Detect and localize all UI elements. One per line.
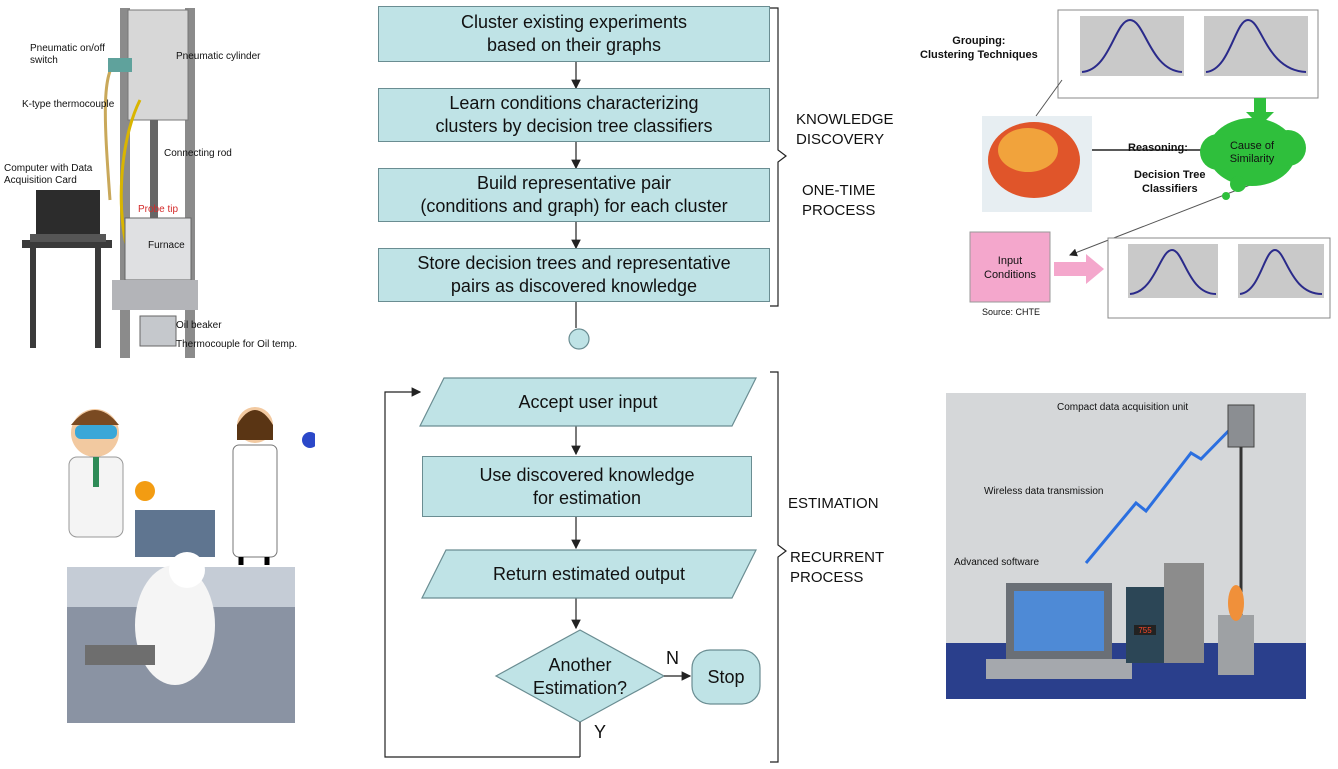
no-label: N [666, 648, 679, 668]
yes-label: Y [594, 722, 607, 742]
label-input-conditions: Input Conditions [984, 255, 1036, 281]
label-pneumatic-cylinder: Pneumatic cylinder [176, 51, 261, 62]
label-advanced-software: Advanced software [954, 557, 1040, 568]
quench-apparatus-photo [20, 8, 325, 358]
accept-input-label: Accept user input [518, 391, 658, 412]
label-cause-of-similarity: Cause of Similarity [1229, 140, 1275, 165]
label-probe-tip: Probe tip [138, 204, 179, 215]
label-decision-tree-classifiers: Decision Tree Classifiers [1134, 169, 1206, 195]
step-learn: Learn conditions characterizing clusters… [378, 88, 770, 142]
decision-label: Another Estimation? [532, 655, 628, 698]
return-output-label: Return estimated output [492, 563, 686, 584]
phase-recurrent: RECURRENT PROCESS [790, 549, 885, 586]
label-source: Source: CHTE [982, 307, 1041, 317]
step-cluster: Cluster existing experiments based on th… [378, 6, 770, 62]
unit-display-value: 755 [1138, 626, 1152, 635]
scientists-illustration [67, 407, 315, 723]
phase-one-time: ONE-TIME PROCESS [802, 182, 876, 219]
label-oil-beaker: Oil beaker [176, 320, 222, 331]
label-furnace: Furnace [148, 240, 185, 251]
accept-input-shape [419, 377, 757, 427]
brace-knowledge [770, 7, 787, 307]
label-acquisition-unit: Compact data acquisition unit [1057, 402, 1189, 413]
connector-circle [568, 328, 590, 350]
phase-estimation: ESTIMATION [788, 495, 879, 512]
step-use-knowledge: Use discovered knowledge for estimation [422, 456, 752, 517]
label-wireless-transmission: Wireless data transmission [984, 486, 1104, 497]
wireless-acquisition-photo: 755 [946, 393, 1306, 699]
label-reasoning: Reasoning: [1128, 142, 1188, 154]
label-oil-thermocouple: Thermocouple for Oil temp. [176, 339, 298, 350]
label-pneumatic-switch: Pneumatic on/off switch [30, 43, 105, 66]
label-grouping: Grouping: Clustering Techniques [920, 35, 1038, 61]
phase-knowledge-discovery: KNOWLEDGE DISCOVERY [796, 111, 894, 148]
return-output-shape [421, 549, 757, 599]
brace-estimation [770, 371, 787, 763]
label-thermocouple: K-type thermocouple [22, 99, 115, 110]
stop-label: Stop [707, 666, 745, 687]
stop-shape [691, 649, 761, 705]
label-connecting-rod: Connecting rod [164, 148, 232, 159]
step-store: Store decision trees and representative … [378, 248, 770, 302]
step-build: Build representative pair (conditions an… [378, 168, 770, 222]
label-computer: Computer with Data Acquisition Card [4, 163, 93, 186]
